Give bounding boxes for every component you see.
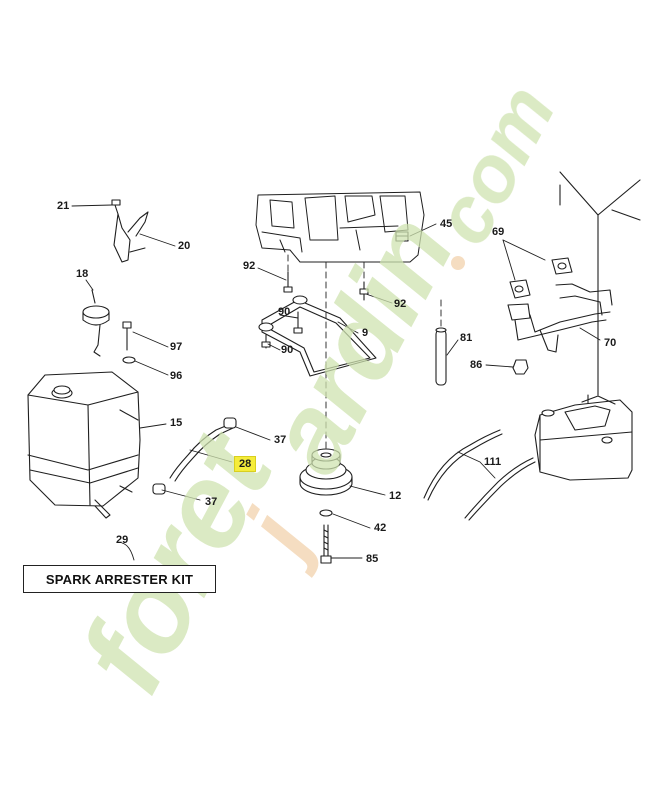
pulley-washer <box>319 509 333 517</box>
bolt-washer <box>122 321 136 364</box>
hoses-111 <box>423 429 536 521</box>
engine-block <box>255 191 425 263</box>
tube-81 <box>435 327 447 386</box>
callout-37-lower: 37 <box>205 496 218 508</box>
callout-42: 42 <box>374 522 387 534</box>
engine-bolts <box>283 271 369 301</box>
callout-97: 97 <box>170 341 183 353</box>
nut-86 <box>512 359 529 375</box>
bracket-bolts <box>261 311 303 349</box>
fuel-shutoff <box>111 199 149 263</box>
fuel-tank <box>27 371 141 519</box>
callout-15: 15 <box>170 417 183 429</box>
callout-29: 29 <box>116 534 129 546</box>
callout-96: 96 <box>170 370 183 382</box>
callout-111: 111 <box>484 456 502 468</box>
fuel-hose <box>152 417 237 495</box>
exhaust-pipes <box>507 257 613 353</box>
muffler <box>534 171 641 481</box>
pulley <box>299 448 353 496</box>
nut-45 <box>395 231 409 242</box>
leader-lines <box>71 204 601 561</box>
callout-9: 9 <box>362 327 369 339</box>
callout-21: 21 <box>57 200 70 212</box>
callout-92-right: 92 <box>394 298 407 310</box>
callout-20: 20 <box>178 240 191 252</box>
muffler-bracket <box>258 295 377 377</box>
callout-90-upper: 90 <box>278 306 291 318</box>
callout-85: 85 <box>366 553 379 565</box>
callout-37-upper: 37 <box>274 434 287 446</box>
callout-70: 70 <box>604 337 617 349</box>
pulley-bolt <box>320 524 332 564</box>
spark-arrester-kit-label: SPARK ARRESTER KIT <box>23 565 216 593</box>
callout-28-highlighted[interactable]: 28 <box>234 456 257 472</box>
callout-81: 81 <box>460 332 473 344</box>
callout-45: 45 <box>440 218 453 230</box>
fuel-cap <box>82 289 110 357</box>
callout-90-lower: 90 <box>281 344 294 356</box>
callout-18: 18 <box>76 268 89 280</box>
callout-86: 86 <box>470 359 483 371</box>
callout-92-left: 92 <box>243 260 256 272</box>
callout-12: 12 <box>389 490 402 502</box>
callout-69: 69 <box>492 226 505 238</box>
